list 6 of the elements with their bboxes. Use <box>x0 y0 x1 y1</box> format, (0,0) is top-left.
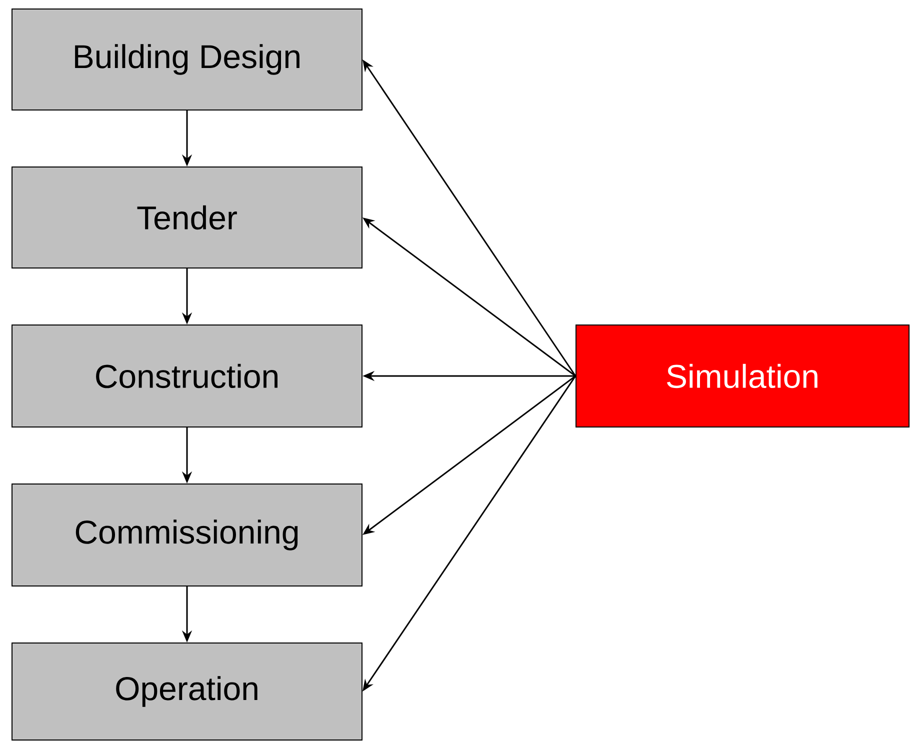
process-box: Commissioning <box>12 484 362 586</box>
simulation-box: Simulation <box>576 324 910 428</box>
process-box: Building Design <box>12 8 362 110</box>
process-box: Construction <box>12 324 362 428</box>
process-box: Tender <box>12 166 362 268</box>
process-box: Operation <box>12 642 362 740</box>
